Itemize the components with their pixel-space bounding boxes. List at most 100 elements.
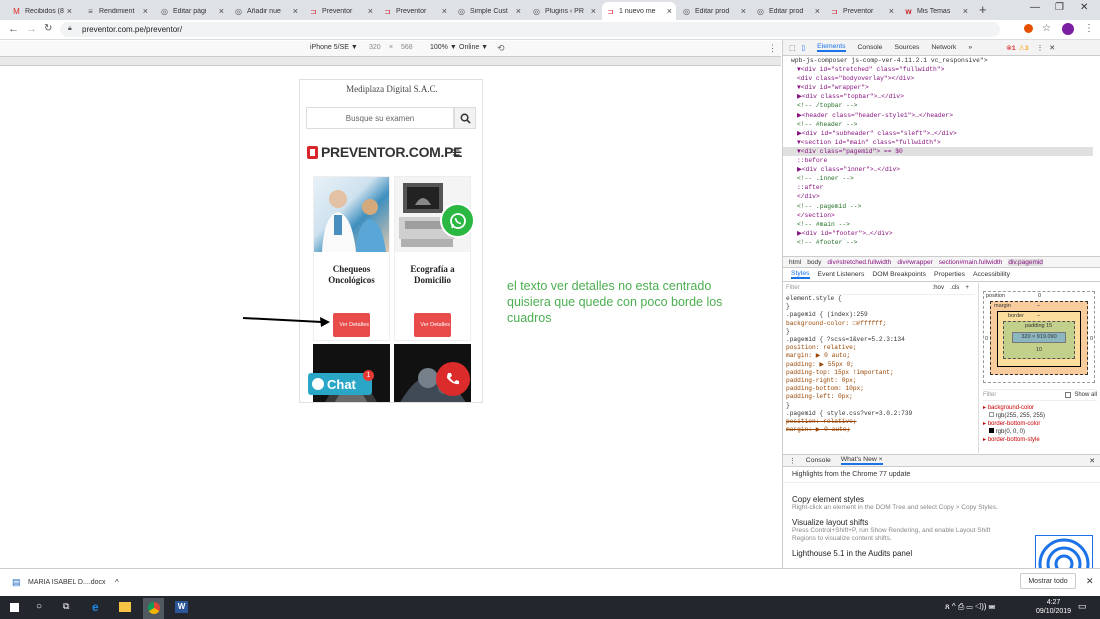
style-line[interactable]: padding-left: 0px;	[786, 393, 853, 401]
forward-icon[interactable]: →	[26, 23, 37, 35]
tab-12[interactable]: ⊐Preventor×	[831, 6, 894, 16]
style-line[interactable]: padding: ▶ 55px 0;	[786, 360, 854, 368]
tab-network[interactable]: Network	[931, 44, 957, 51]
close-icon[interactable]: ×	[367, 6, 373, 16]
close-icon[interactable]: ×	[441, 6, 447, 16]
download-item[interactable]: MARIA ISABEL D....docx	[28, 579, 106, 586]
computed-property[interactable]: ▸ border-bottom-color	[983, 421, 1041, 427]
tab-elements[interactable]: Elements	[817, 43, 846, 52]
style-line[interactable]: background-color: □#ffffff;	[786, 319, 887, 327]
tab-6[interactable]: ⊐Preventor×	[384, 6, 447, 16]
style-line[interactable]: padding-right: 0px;	[786, 377, 857, 385]
devtools-close-icon[interactable]: ✕	[1049, 44, 1055, 52]
close-icon[interactable]: ×	[740, 6, 746, 16]
dom-line[interactable]: ▼<div id="stretched" class="fullwidth">	[797, 66, 945, 74]
style-line[interactable]: padding-bottom: 10px;	[786, 385, 864, 393]
chevron-up-icon[interactable]: ^	[115, 578, 119, 587]
close-icon[interactable]: ×	[66, 6, 72, 16]
tab-4[interactable]: ◎Añadir nue×	[235, 6, 298, 16]
tab-3[interactable]: ◎Editar pági×	[161, 6, 224, 16]
close-icon[interactable]: ×	[292, 6, 298, 16]
drawer-tab-console[interactable]: Console	[805, 457, 831, 464]
dom-line[interactable]: ▼<section id="main" class="fullwidth">	[797, 138, 941, 146]
file-explorer-icon[interactable]	[119, 602, 131, 612]
dom-line[interactable]: <!-- #header -->	[797, 120, 858, 128]
network-select[interactable]: Online ▼	[459, 44, 489, 51]
tab-sources[interactable]: Sources	[894, 44, 920, 51]
style-line[interactable]: .pagemid { (index):259	[786, 311, 868, 319]
tab-styles[interactable]: Styles	[791, 270, 810, 279]
reload-icon[interactable]: ↻	[44, 23, 53, 34]
inspect-icon[interactable]: ⬚	[789, 44, 796, 52]
dom-line[interactable]: ▶<div id="footer">…</div>	[797, 229, 893, 237]
task-view-icon[interactable]: ⧉	[63, 601, 70, 611]
dom-line[interactable]: </section>	[797, 211, 835, 219]
tab-5[interactable]: ⊐Preventor×	[310, 6, 373, 16]
dom-line[interactable]: ▶<header class="header-style1">…</header…	[797, 111, 953, 119]
ver-detalles-button[interactable]: Ver Detalles	[414, 313, 451, 337]
breadcrumb-item[interactable]: html	[789, 258, 802, 266]
dom-line[interactable]: <!-- /topbar -->	[797, 102, 858, 110]
style-line[interactable]: .pagemid { style.css?ver=3.0.2:739	[786, 409, 913, 417]
new-rule-button[interactable]: +	[965, 284, 969, 292]
device-menu-icon[interactable]: ⋮	[768, 43, 777, 53]
box-content[interactable]: 320 × 919.090	[1012, 332, 1066, 343]
error-count[interactable]: ⊗1	[1006, 44, 1016, 52]
box-padding[interactable]: padding 15 320 × 919.090 10	[1003, 321, 1075, 359]
new-tab-button[interactable]: +	[979, 2, 987, 17]
more-tabs-icon[interactable]: »	[968, 44, 973, 51]
minimize-button[interactable]: —	[1030, 2, 1040, 13]
box-position[interactable]: position 0 0 0 margin – border – padding…	[983, 291, 1095, 383]
breadcrumb-item[interactable]: div#stretched.fullwidth	[827, 258, 892, 266]
style-line[interactable]: position: relative;	[786, 344, 857, 352]
computed-property[interactable]: ▸ background-color	[983, 405, 1035, 411]
hov-toggle[interactable]: :hov	[932, 284, 945, 292]
drawer-menu-icon[interactable]: ⋮	[789, 457, 796, 465]
close-icon[interactable]: ×	[142, 6, 148, 16]
close-icon[interactable]: ×	[590, 6, 596, 16]
tab-8[interactable]: ◎Plugins ‹ PR×	[533, 6, 596, 16]
edge-icon[interactable]: e	[92, 600, 99, 614]
tab-9-active[interactable]: ⊐1 nuevo me×	[602, 2, 676, 20]
hamburger-menu-icon[interactable]: ≡	[452, 144, 461, 160]
dom-line[interactable]: ::before	[797, 157, 828, 165]
omnibox[interactable]	[60, 22, 1000, 37]
computed-filter-input[interactable]: Filter	[983, 392, 997, 398]
window-close-button[interactable]: ✕	[1080, 2, 1089, 13]
height-input[interactable]: 568	[401, 44, 413, 51]
dom-line[interactable]: <!-- #footer -->	[797, 238, 858, 246]
dom-line[interactable]: ▶<div class="inner">…</div>	[797, 166, 901, 174]
whatsapp-icon[interactable]	[440, 203, 475, 238]
breadcrumb-item[interactable]: body	[807, 258, 822, 266]
chat-button[interactable]: Chat	[308, 373, 372, 395]
style-line[interactable]: margin: ▶ 0 auto;	[786, 426, 851, 434]
tab-2[interactable]: ≡Rendimient×	[82, 2, 152, 20]
breadcrumb-item[interactable]: div.pagemid	[1008, 258, 1043, 266]
breadcrumb-item[interactable]: section#main.fullwidth	[938, 258, 1003, 266]
tab-11[interactable]: ◎Editar prod×	[757, 6, 820, 16]
tab-10[interactable]: ◎Editar prod×	[683, 6, 746, 16]
close-icon[interactable]: ×	[218, 6, 224, 16]
device-toggle-icon[interactable]: ▯	[801, 44, 806, 52]
drawer-tab-whats-new[interactable]: What's New ×	[840, 456, 883, 465]
lock-icon[interactable]: 🔒︎	[68, 25, 72, 32]
url-text[interactable]: preventor.com.pe/preventor/	[82, 25, 183, 34]
whats-new-title[interactable]: Lighthouse 5.1 in the Audits panel	[792, 549, 913, 558]
show-all-checkbox[interactable]	[1065, 392, 1072, 398]
dom-line[interactable]: </div>	[797, 193, 820, 201]
whats-new-title[interactable]: Copy element styles	[792, 495, 865, 504]
dom-line[interactable]: <!-- .inner -->	[797, 175, 854, 183]
close-icon[interactable]: ×	[666, 6, 672, 16]
breadcrumb-item[interactable]: div#wrapper	[897, 258, 933, 266]
maximize-button[interactable]: ❐	[1055, 2, 1064, 13]
drawer-close-icon[interactable]: ✕	[1089, 457, 1095, 465]
dom-line[interactable]: <!-- .pagemid -->	[797, 202, 862, 210]
zoom-select[interactable]: 100% ▼	[430, 44, 457, 51]
box-margin[interactable]: margin – border – padding 15 320 × 919.0…	[990, 301, 1088, 375]
site-logo[interactable]: PREVENTOR.COM.PE	[307, 144, 463, 160]
show-all-downloads-button[interactable]: Mostrar todo	[1020, 573, 1076, 589]
dom-line[interactable]: ▼<div id="wrapper">	[797, 84, 869, 92]
